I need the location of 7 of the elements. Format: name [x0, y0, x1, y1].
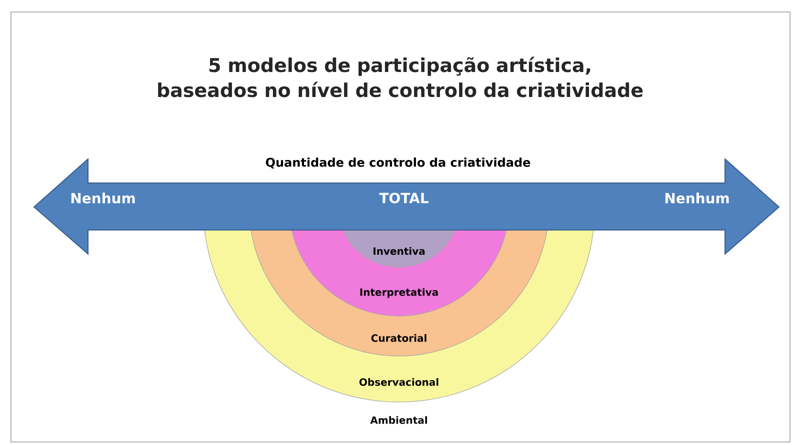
title: 5 modelos de participação artística, baseados no nível de controlo da criatividade: [158, 56, 643, 98]
band-label: Ambiental: [370, 416, 427, 424]
arrow-label: TOTAL: [379, 192, 428, 204]
arrow-label: Quantidade de controlo da criatividade: [266, 158, 530, 168]
arrow-label: Nenhum: [665, 192, 729, 204]
semicircle-band: Inventiva: [342, 230, 456, 268]
arrow-label: Nenhum: [71, 192, 135, 204]
